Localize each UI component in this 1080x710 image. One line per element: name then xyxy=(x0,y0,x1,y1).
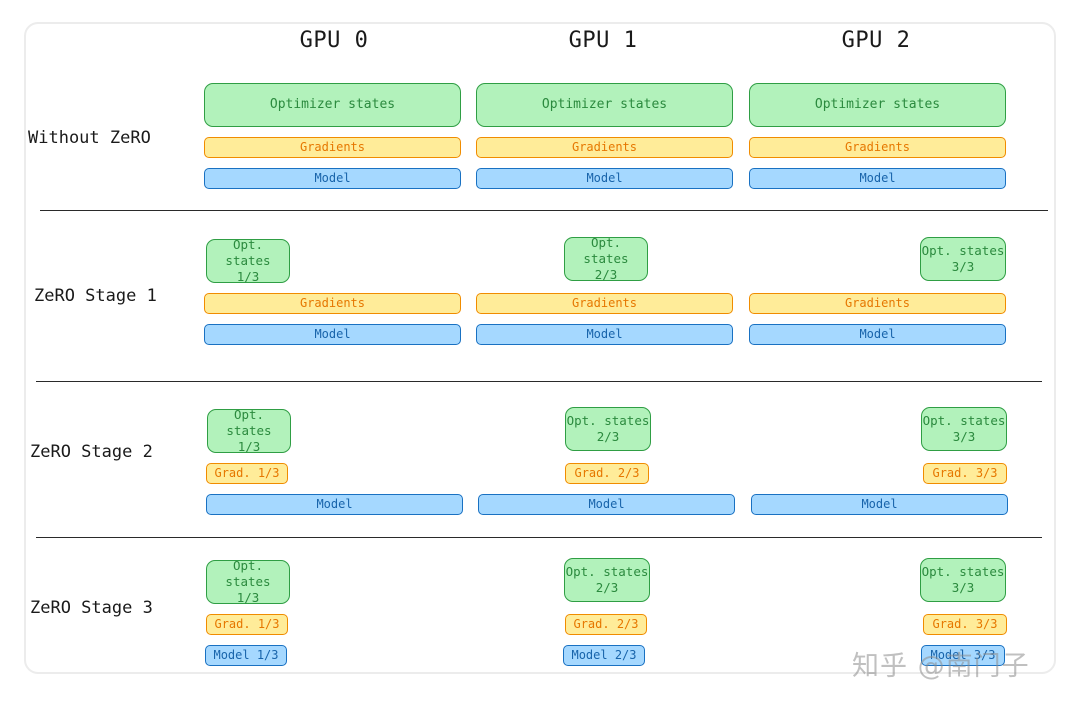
row-divider xyxy=(40,210,1048,211)
opt-states-fraction: 3/3 xyxy=(951,259,975,274)
opt-states-shard-box: Opt. states 2/3 xyxy=(565,407,651,451)
model-box: Model xyxy=(206,494,463,515)
optimizer-states-box: Optimizer states xyxy=(749,83,1006,127)
opt-states-shard-box: Opt. states 3/3 xyxy=(920,237,1006,281)
model-shard-box: Model 1/3 xyxy=(205,645,287,666)
model-box: Model xyxy=(204,324,461,345)
model-box: Model xyxy=(476,168,733,189)
optimizer-states-box: Optimizer states xyxy=(204,83,461,127)
opt-states-label: Opt. states xyxy=(921,563,1005,579)
opt-states-fraction: 2/3 xyxy=(596,429,620,444)
gradients-shard-box: Grad. 1/3 xyxy=(206,614,288,635)
model-shard-box: Model 3/3 xyxy=(921,645,1005,666)
diagram-canvas xyxy=(24,22,1056,674)
row-label-stage-2: ZeRO Stage 2 xyxy=(30,442,153,462)
optimizer-states-box: Optimizer states xyxy=(476,83,733,127)
gradients-box: Gradients xyxy=(476,293,733,314)
gradients-shard-box: Grad. 2/3 xyxy=(565,463,649,484)
opt-states-shard-box: Opt. states 1/3 xyxy=(207,406,291,455)
gpu-1-header: GPU 1 xyxy=(568,28,638,53)
gpu-0-header: GPU 0 xyxy=(299,28,369,53)
opt-states-shard-box: Opt. states 2/3 xyxy=(564,558,650,602)
opt-states-label: Opt. states xyxy=(226,406,272,438)
opt-states-label: Opt. states xyxy=(922,412,1006,428)
opt-states-shard-box: Opt. states 3/3 xyxy=(920,558,1006,602)
opt-states-fraction: 1/3 xyxy=(237,439,261,455)
opt-states-fraction: 3/3 xyxy=(952,429,976,444)
opt-states-shard-box: Opt. states 3/3 xyxy=(921,407,1007,451)
model-shard-box: Model 2/3 xyxy=(563,645,645,666)
opt-states-fraction: 2/3 xyxy=(594,267,618,283)
row-divider xyxy=(36,381,1042,382)
gradients-shard-box: Grad. 1/3 xyxy=(206,463,288,484)
model-box: Model xyxy=(751,494,1008,515)
model-box: Model xyxy=(476,324,733,345)
opt-states-fraction: 2/3 xyxy=(595,580,619,595)
row-divider xyxy=(36,537,1042,538)
row-label-without-zero: Without ZeRO xyxy=(28,128,151,148)
row-label-stage-3: ZeRO Stage 3 xyxy=(30,598,153,618)
model-box: Model xyxy=(749,168,1006,189)
gradients-shard-box: Grad. 3/3 xyxy=(923,614,1007,635)
opt-states-label: Opt. states xyxy=(921,242,1005,258)
opt-states-label: Opt. states xyxy=(225,236,271,268)
opt-states-label: Opt. states xyxy=(566,412,650,428)
gradients-box: Gradients xyxy=(204,137,461,158)
opt-states-fraction: 3/3 xyxy=(951,580,975,595)
opt-states-shard-box: Opt. states 1/3 xyxy=(206,557,290,606)
watermark-text: 知乎 @南门子 xyxy=(852,651,1030,682)
opt-states-label: Opt. states xyxy=(583,234,629,266)
gradients-shard-box: Grad. 2/3 xyxy=(565,614,647,635)
model-box: Model xyxy=(478,494,735,515)
opt-states-label: Opt. states xyxy=(565,563,649,579)
opt-states-shard-box: Opt. states 1/3 xyxy=(206,236,290,285)
gpu-2-header: GPU 2 xyxy=(841,28,911,53)
gradients-box: Gradients xyxy=(749,137,1006,158)
model-box: Model xyxy=(204,168,461,189)
row-label-stage-1: ZeRO Stage 1 xyxy=(34,286,157,306)
gradients-box: Gradients xyxy=(749,293,1006,314)
gradients-shard-box: Grad. 3/3 xyxy=(923,463,1007,484)
gradients-box: Gradients xyxy=(476,137,733,158)
opt-states-label: Opt. states xyxy=(225,557,271,589)
opt-states-fraction: 1/3 xyxy=(236,590,260,606)
opt-states-shard-box: Opt. states 2/3 xyxy=(564,234,648,283)
model-box: Model xyxy=(749,324,1006,345)
gradients-box: Gradients xyxy=(204,293,461,314)
opt-states-fraction: 1/3 xyxy=(236,269,260,285)
